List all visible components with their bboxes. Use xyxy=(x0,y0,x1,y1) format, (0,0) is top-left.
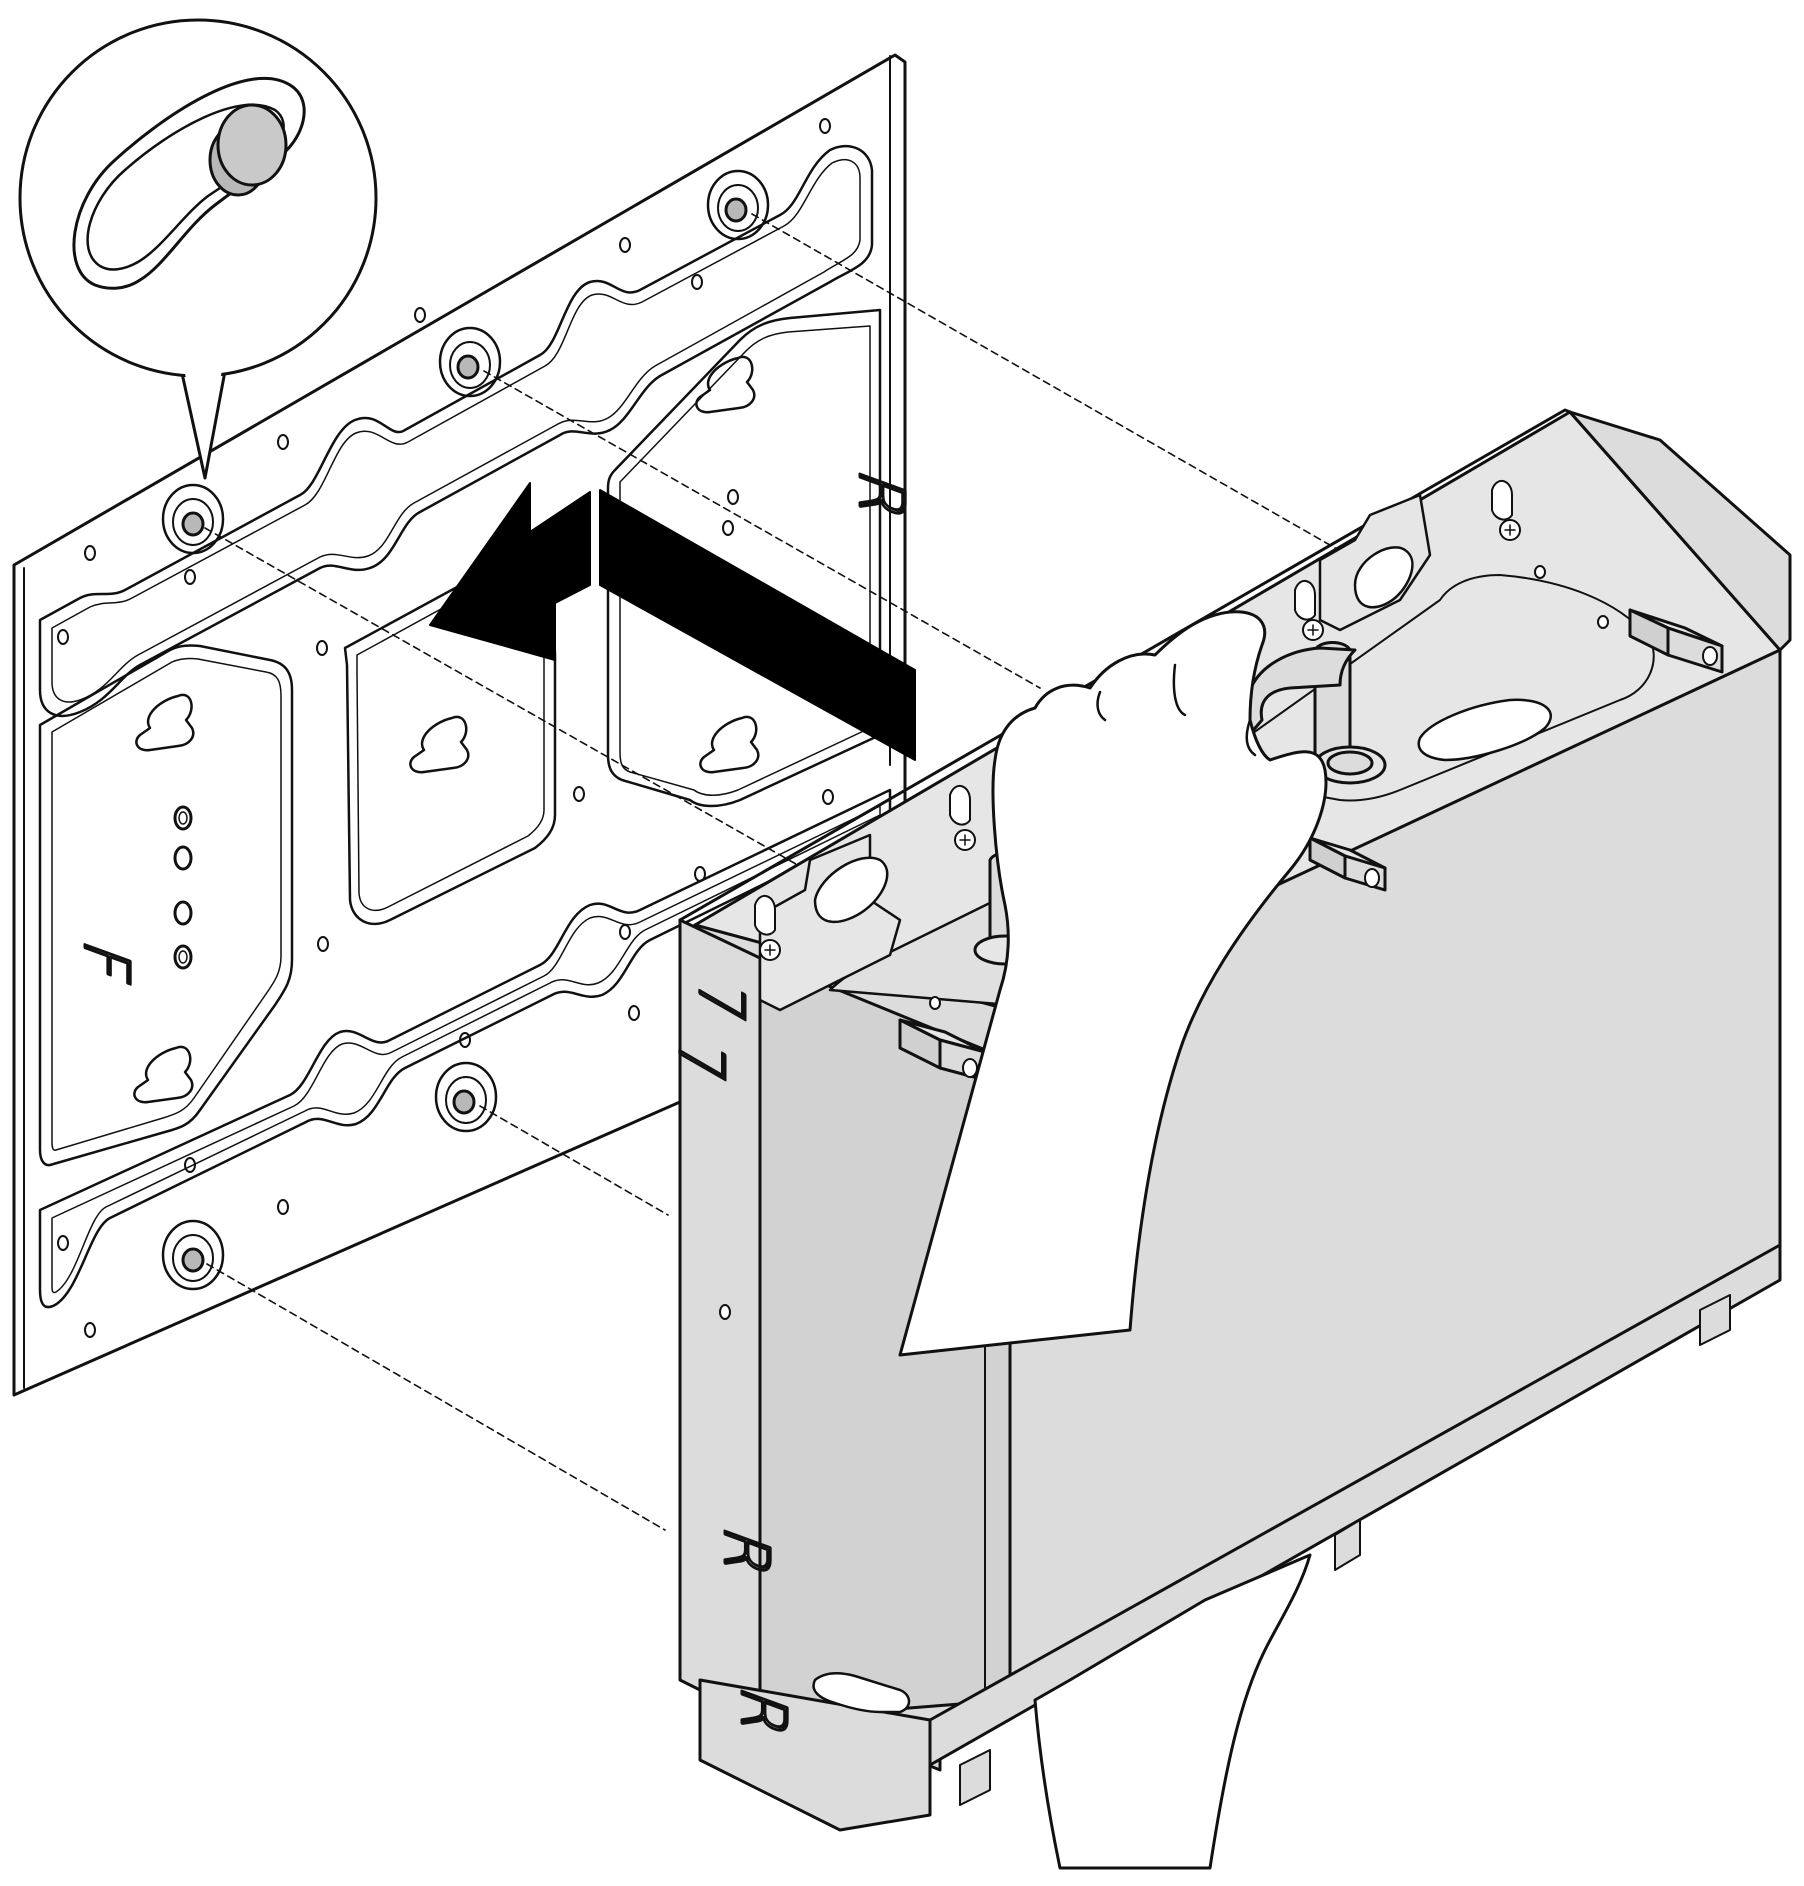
keyhole-slot-left-lower xyxy=(133,1045,194,1104)
node-bottom-foot xyxy=(698,1678,932,1832)
plate-hole xyxy=(173,805,193,831)
keyhole-slot-right-lower xyxy=(699,715,760,774)
node-standoff-block-middle xyxy=(1308,836,1387,892)
node-hole xyxy=(1597,615,1609,629)
node-standoff-block-front xyxy=(898,1018,987,1082)
node-hole xyxy=(929,996,941,1010)
node-screw-rear xyxy=(1302,619,1324,641)
guide-line-upper-left xyxy=(204,527,869,906)
callout-circle xyxy=(18,18,378,378)
callout-slot-inner xyxy=(86,103,285,271)
plate-upper-rail xyxy=(38,144,874,718)
node-screw-front xyxy=(759,939,781,961)
direction-arrow xyxy=(429,482,916,761)
plate-left-panel-inner xyxy=(51,657,282,1151)
node-top-edge xyxy=(678,408,1572,922)
node-front-notch-2 xyxy=(949,785,971,826)
stud-detail-callout xyxy=(18,18,378,480)
plate-hole xyxy=(178,811,188,825)
node-bottom-tab xyxy=(1334,1519,1361,1571)
node-rear-bracket-slot xyxy=(1353,546,1414,609)
hand-upper xyxy=(898,610,1328,1357)
alignment-guide-lines xyxy=(204,213,1399,1531)
node-rear-flange xyxy=(1568,410,1792,652)
guide-line-upper-right xyxy=(751,213,1399,585)
node-standoff-block-rear xyxy=(1628,608,1724,674)
node-bottom-tab-3 xyxy=(959,1749,991,1806)
callout-slot-outer xyxy=(72,76,306,290)
plate-hole xyxy=(173,944,193,970)
plate-left-panel xyxy=(38,644,294,1167)
node-screw-front-2 xyxy=(954,829,976,851)
arrow-head xyxy=(429,482,591,661)
plate-hole xyxy=(178,950,188,964)
hand-gripping-handle xyxy=(898,610,1328,1870)
arrow-body xyxy=(599,489,916,761)
handle-post-base-inner xyxy=(1326,750,1374,776)
node-hole xyxy=(1534,565,1546,579)
node-handle-slot xyxy=(1417,698,1552,762)
plate-small-holes xyxy=(57,118,834,1338)
node-bottom-tab-2 xyxy=(1699,1294,1731,1346)
handle-bar xyxy=(1243,646,1357,742)
guide-line-lower-left xyxy=(206,1263,666,1531)
hand-finger-line xyxy=(1245,718,1257,757)
plate-mounting-stud-upper-right xyxy=(706,169,770,241)
plate-mounting-stud-lower-middle xyxy=(434,1061,498,1133)
node-rear-notch-2 xyxy=(1491,480,1513,521)
keyhole-slot-middle xyxy=(409,715,470,774)
node-screw-rear-2 xyxy=(1499,519,1521,541)
keyhole-slot-left-upper xyxy=(135,693,195,752)
guide-line-lower-middle xyxy=(479,1105,669,1216)
plate-mounting-stud-upper-middle xyxy=(438,326,502,398)
plate-lower-rail-inner xyxy=(51,805,881,1294)
plate-lower-rail xyxy=(38,788,892,1309)
node-foot-slot xyxy=(812,1672,911,1714)
node-hole xyxy=(719,1304,731,1320)
plate-upper-rail-inner xyxy=(51,158,861,703)
plate-right-panel xyxy=(606,308,882,808)
plate-right-panel-inner xyxy=(619,325,871,796)
callout-pointer-cover xyxy=(183,365,223,460)
guide-line-upper-middle xyxy=(483,370,1041,689)
hand-lower-arm-cover xyxy=(1070,1620,1260,1840)
plate-hole xyxy=(173,845,193,871)
node-front-bracket-slot xyxy=(813,856,889,924)
callout-stud-head xyxy=(216,103,288,187)
node-rear-notch xyxy=(1294,580,1316,621)
keyhole-slot-right-upper xyxy=(695,355,756,414)
hand-knuckle-line-2 xyxy=(1096,690,1107,722)
plate-mounting-stud-lower-left xyxy=(161,1219,225,1291)
node-front-notch xyxy=(754,895,776,936)
plate-mounting-stud-upper-left xyxy=(161,483,225,555)
hand-knuckle-line xyxy=(1172,663,1187,717)
plate-hole xyxy=(173,900,193,926)
